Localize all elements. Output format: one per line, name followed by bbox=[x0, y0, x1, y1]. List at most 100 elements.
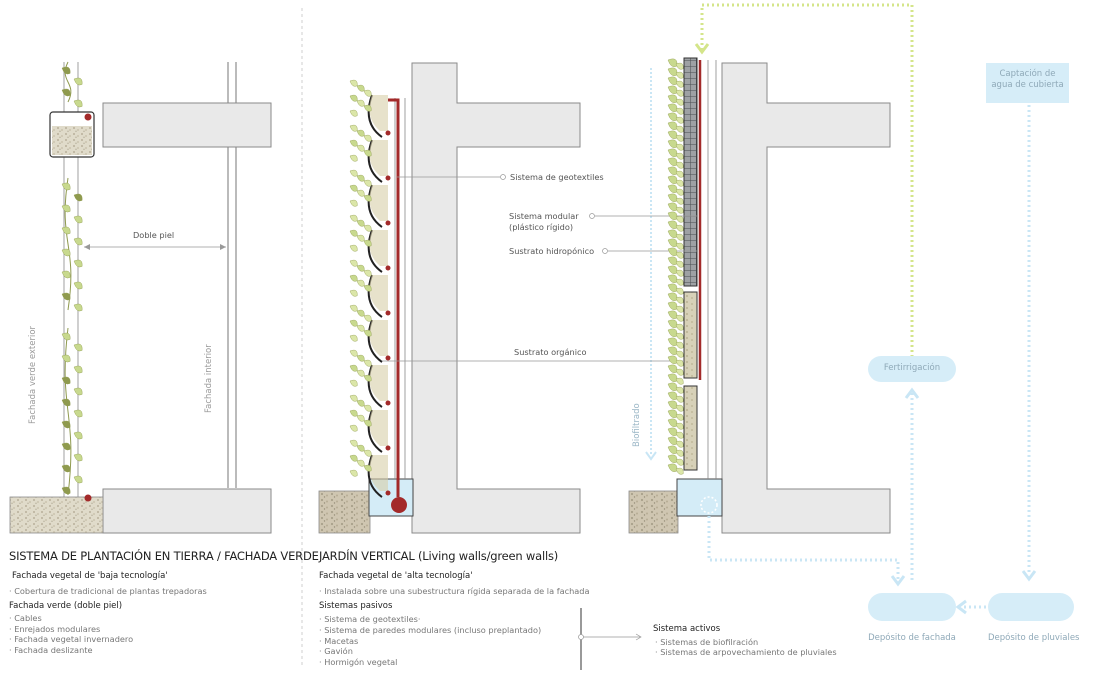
pocket-substrate bbox=[369, 410, 388, 446]
leaf bbox=[349, 214, 358, 222]
lower-slab bbox=[102, 488, 272, 534]
section1-item2-0: · Cables bbox=[9, 613, 42, 623]
leaf bbox=[61, 332, 71, 341]
leaf bbox=[667, 400, 678, 409]
leaf bbox=[667, 382, 678, 391]
leaf bbox=[675, 143, 684, 151]
leaf bbox=[349, 79, 358, 87]
emitter bbox=[385, 130, 391, 136]
pocket-substrate bbox=[369, 320, 388, 356]
leaf bbox=[675, 206, 684, 214]
leaf bbox=[61, 66, 71, 75]
leaf bbox=[675, 305, 684, 313]
leaf bbox=[363, 284, 372, 292]
leaf bbox=[349, 184, 358, 192]
leaf bbox=[667, 364, 678, 373]
leaf bbox=[356, 324, 365, 332]
emitter bbox=[385, 310, 391, 316]
section2-item2-2: · Macetas bbox=[319, 636, 359, 646]
leaf bbox=[349, 394, 358, 402]
leaf bbox=[675, 62, 684, 70]
leaf bbox=[667, 193, 678, 202]
leaf bbox=[363, 419, 372, 427]
leaf bbox=[675, 71, 684, 79]
leaf bbox=[61, 376, 71, 385]
pocket-substrate bbox=[369, 365, 388, 401]
leaf bbox=[363, 404, 372, 412]
fachada-interior-label: Fachada interior bbox=[204, 344, 214, 413]
leaf bbox=[675, 197, 684, 205]
leaf bbox=[667, 121, 678, 130]
leaf bbox=[349, 319, 358, 327]
section2-item2-3: · Gavión bbox=[319, 646, 353, 656]
deposito-fachada-pill bbox=[868, 593, 956, 621]
fertirrigacion-label: Fertirrigación bbox=[883, 363, 941, 373]
emitter bbox=[385, 490, 391, 496]
leaf bbox=[61, 88, 71, 97]
leaf bbox=[675, 332, 684, 340]
sistema-modular-label: Sistema modular bbox=[509, 211, 579, 221]
leaf bbox=[667, 355, 678, 364]
leaf bbox=[667, 202, 678, 211]
section2-heading3: Sistema activos bbox=[653, 624, 721, 634]
emitter bbox=[385, 175, 391, 181]
section2-item1: · Instalada sobre una subestructura rígi… bbox=[319, 586, 590, 596]
leaf bbox=[675, 161, 684, 169]
leaf bbox=[73, 77, 83, 86]
doble-piel-label: Doble piel bbox=[133, 230, 175, 240]
leaf bbox=[61, 270, 71, 279]
leaf bbox=[667, 139, 678, 148]
leaf bbox=[675, 80, 684, 88]
leaf bbox=[356, 84, 365, 92]
leaf bbox=[675, 431, 684, 439]
leaf bbox=[675, 188, 684, 196]
leaf bbox=[349, 379, 358, 387]
leaf bbox=[667, 256, 678, 265]
leaf bbox=[667, 58, 678, 67]
leaf bbox=[667, 463, 678, 472]
leaf bbox=[73, 99, 83, 108]
leaf bbox=[675, 314, 684, 322]
leaf bbox=[363, 269, 372, 277]
leaf bbox=[675, 215, 684, 223]
leaf bbox=[675, 269, 684, 277]
leaf bbox=[349, 169, 358, 177]
leaf bbox=[61, 204, 71, 213]
leaf bbox=[675, 395, 684, 403]
leaf bbox=[675, 341, 684, 349]
leaf bbox=[349, 199, 358, 207]
section1-item2-1: · Enrejados modulares bbox=[9, 624, 101, 634]
leaf bbox=[667, 184, 678, 193]
pocket-substrate bbox=[369, 230, 388, 266]
leaf bbox=[667, 76, 678, 85]
leaf bbox=[73, 237, 83, 246]
captacion-box bbox=[986, 63, 1069, 103]
leaf bbox=[349, 94, 358, 102]
leaf bbox=[667, 454, 678, 463]
leaf bbox=[349, 289, 358, 297]
leaf bbox=[667, 85, 678, 94]
leaf bbox=[61, 226, 71, 235]
deposito-fachada-label: Depósito de fachada bbox=[868, 633, 956, 643]
leaf bbox=[675, 116, 684, 124]
biofiltrado-label: Biofiltrado bbox=[632, 403, 642, 447]
sustrato-hidroponico-label: Sustrato hidropónico bbox=[509, 246, 595, 256]
section2-title: JARDÍN VERTICAL (Living walls/green wall… bbox=[319, 549, 559, 563]
section2-item2-1: · Sistema de paredes modulares (incluso … bbox=[319, 625, 542, 635]
leaf bbox=[349, 439, 358, 447]
leaf bbox=[667, 220, 678, 229]
leaf bbox=[667, 175, 678, 184]
leaf bbox=[73, 281, 83, 290]
leaf bbox=[667, 328, 678, 337]
leaf bbox=[667, 130, 678, 139]
leaf bbox=[675, 350, 684, 358]
leaf bbox=[675, 467, 684, 475]
fertirrigacion-pill bbox=[868, 356, 956, 382]
leaf bbox=[61, 464, 71, 473]
leaf bbox=[667, 157, 678, 166]
section2-item3-1: · Sistemas de arpovechamiento de pluvial… bbox=[655, 647, 837, 657]
leaf bbox=[675, 296, 684, 304]
leaf bbox=[675, 368, 684, 376]
leaf bbox=[675, 278, 684, 286]
